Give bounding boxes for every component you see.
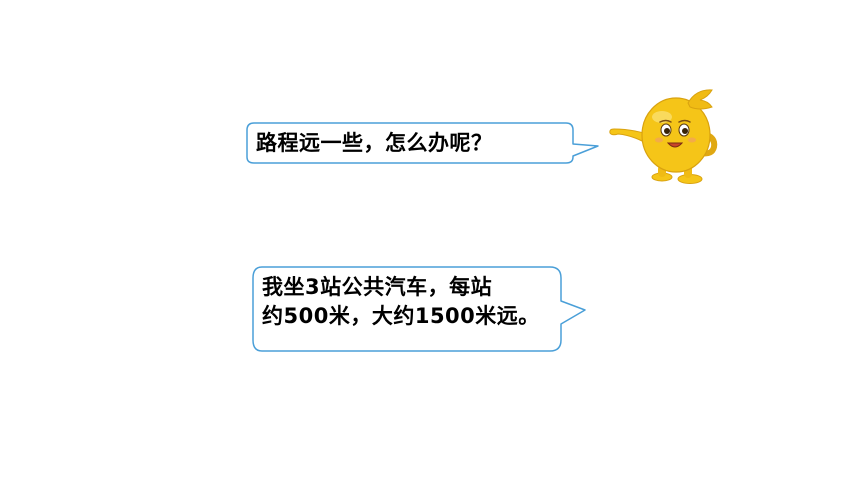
cartoon-character-icon bbox=[609, 89, 718, 184]
answer-line-2: 约500米，大约1500米远。 bbox=[262, 304, 540, 328]
question-text: 路程远一些，怎么办呢？ bbox=[256, 131, 493, 155]
question-speech-bubble bbox=[246, 122, 599, 164]
answer-speech-bubble bbox=[252, 266, 586, 352]
answer-line-1: 我坐3站公共汽车，每站 bbox=[262, 275, 493, 299]
answer-text: 我坐3站公共汽车，每站 约500米，大约1500米远。 bbox=[262, 273, 540, 331]
